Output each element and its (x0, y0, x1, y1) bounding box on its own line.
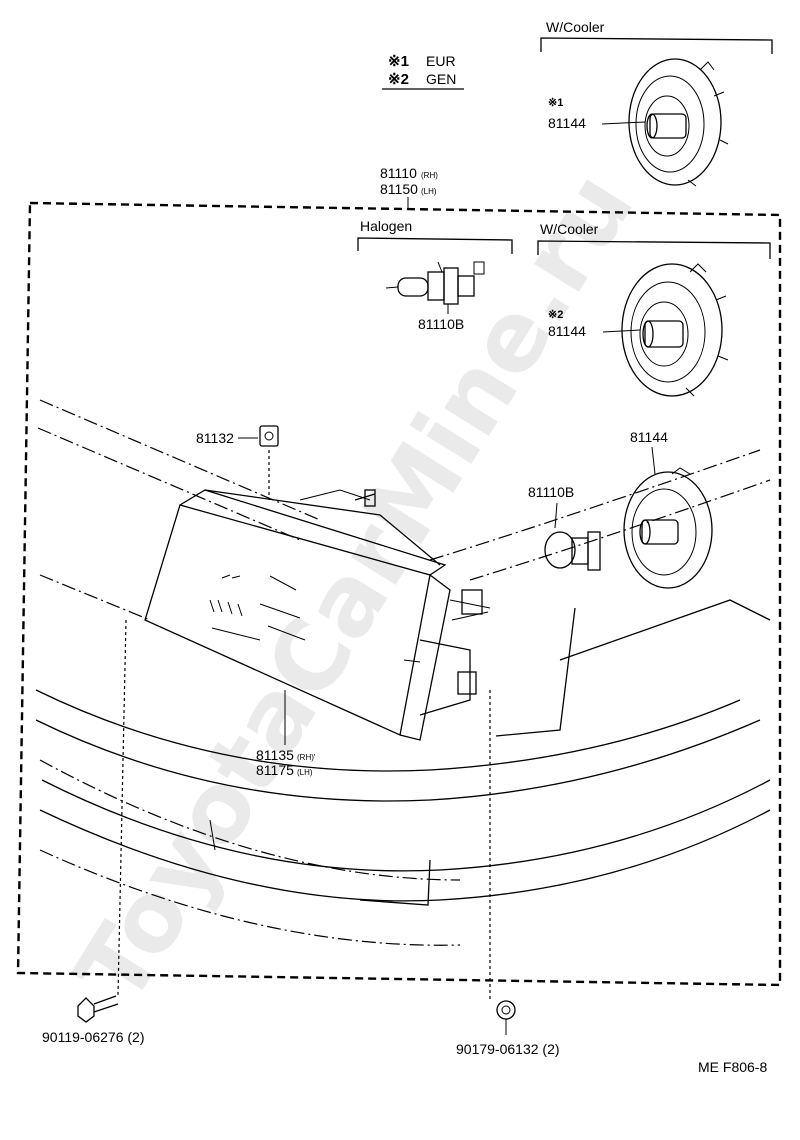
bolt (77, 995, 119, 1023)
top-cooler-mark: ※1 (548, 97, 563, 109)
nut (496, 1000, 516, 1020)
legend-text-gen: GEN (426, 71, 456, 87)
figure-code: ME F806-8 (698, 1059, 767, 1075)
halogen-bulb (385, 261, 485, 305)
halogen-label: Halogen (360, 218, 412, 234)
lower-bulb-group: 81110B 81144 (528, 429, 713, 589)
halogen-part: 81110B (418, 316, 464, 332)
vehicle-body (35, 399, 771, 946)
lens-rh: 81135 (256, 747, 294, 763)
cooler-label: W/Cooler (540, 221, 599, 237)
halogen-group: Halogen 81110B (357, 218, 513, 332)
assembly-rh-suffix: (RH) (421, 171, 438, 180)
legend-mark-1: ※1 (388, 53, 409, 70)
assembly-lh: 81150 (380, 181, 418, 197)
top-cooler-label: W/Cooler (546, 19, 605, 35)
lens-lh-suffix: (LH) (297, 768, 313, 777)
assembly-label: 81110 (RH) 81150 (LH) (380, 165, 438, 209)
lens-rh-suffix: (RH)' (297, 753, 316, 762)
assembly-rh: 81110 (380, 165, 417, 181)
cooler-group: W/Cooler ※2 81144 (537, 221, 771, 397)
lens-lh: 81175 (256, 762, 294, 778)
lens-label: 81135 (RH)' 81175 (LH) (256, 747, 316, 778)
clip-81132: 81132 (196, 425, 279, 500)
bolt-part: 90119-06276 (2) (42, 1029, 144, 1045)
assembly-boundary (16, 201, 782, 987)
legend-mark-2: ※2 (388, 71, 409, 88)
legend: ※1 EUR ※2 GEN (382, 53, 464, 90)
headlight-unit (144, 489, 491, 745)
watermark: ToyotaCarMine.ru (55, 153, 656, 1022)
cooler-part: 81144 (548, 323, 586, 339)
cooler-socket-top (628, 58, 729, 187)
cooler-socket-mid (621, 263, 729, 397)
top-cooler-group: W/Cooler ※1 81144 (540, 19, 773, 187)
nut-part: 90179-06132 (2) (456, 1041, 560, 1057)
socket-lower-part: 81144 (630, 429, 668, 445)
fasteners: 90119-06276 (2) 90179-06132 (2) (42, 619, 560, 1057)
assembly-lh-suffix: (LH) (421, 187, 437, 196)
bulb-lower-part: 81110B (528, 484, 574, 500)
clip-part: 81132 (196, 430, 234, 446)
legend-text-eur: EUR (426, 53, 456, 69)
top-cooler-part: 81144 (548, 115, 586, 131)
cooler-mark: ※2 (548, 309, 563, 321)
